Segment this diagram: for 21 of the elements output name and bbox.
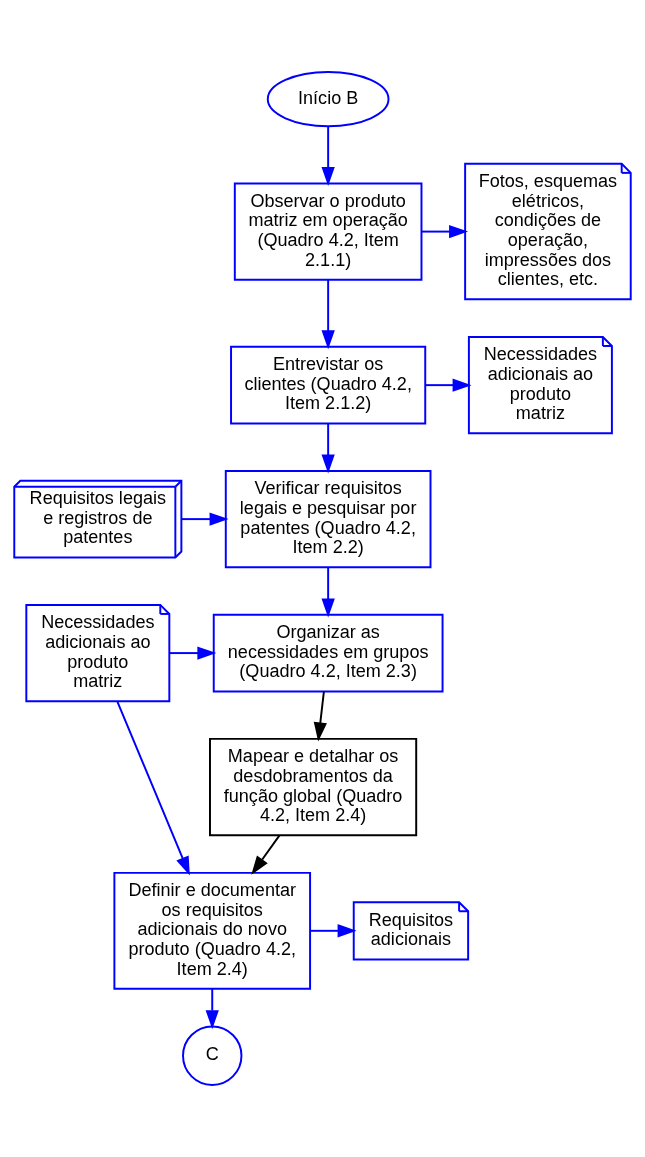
arrow (321, 422, 335, 474)
arrow (180, 512, 229, 526)
node-box: Definir e documentar os requisitos adicionais do novo produto (Quadro 4.2, Item 2.4) (113, 871, 312, 990)
arrow (321, 566, 335, 618)
arrow (313, 690, 327, 742)
node-box: Verificar requisitos legais e pesquisar por patentes (Quadro 4.2, Item 2.2) (224, 469, 432, 569)
node-circle: C (182, 1025, 243, 1086)
arrow (321, 125, 335, 186)
node-box: Entrevistar os clientes (Quadro 4.2, Item 2.1.2) (230, 345, 427, 425)
arrow (321, 278, 335, 350)
node-box: Organizar as necessidades em grupos (Quadro 4.2, Item 2.3) (212, 613, 444, 693)
arrow (205, 988, 219, 1030)
arrow (309, 924, 357, 938)
node-ellipse: Início B (266, 71, 390, 128)
node-box: Observar o produto matriz em operação (Quadro 4.2, Item 2.1.1) (233, 182, 423, 281)
arrow (424, 378, 472, 392)
arrow (116, 700, 190, 876)
arrow (168, 646, 217, 660)
arrow (251, 834, 281, 875)
node-box: Mapear e detalhar os desdobramentos da função global (Quadro 4.2, Item 2.4) (209, 737, 418, 837)
arrow (420, 224, 469, 239)
